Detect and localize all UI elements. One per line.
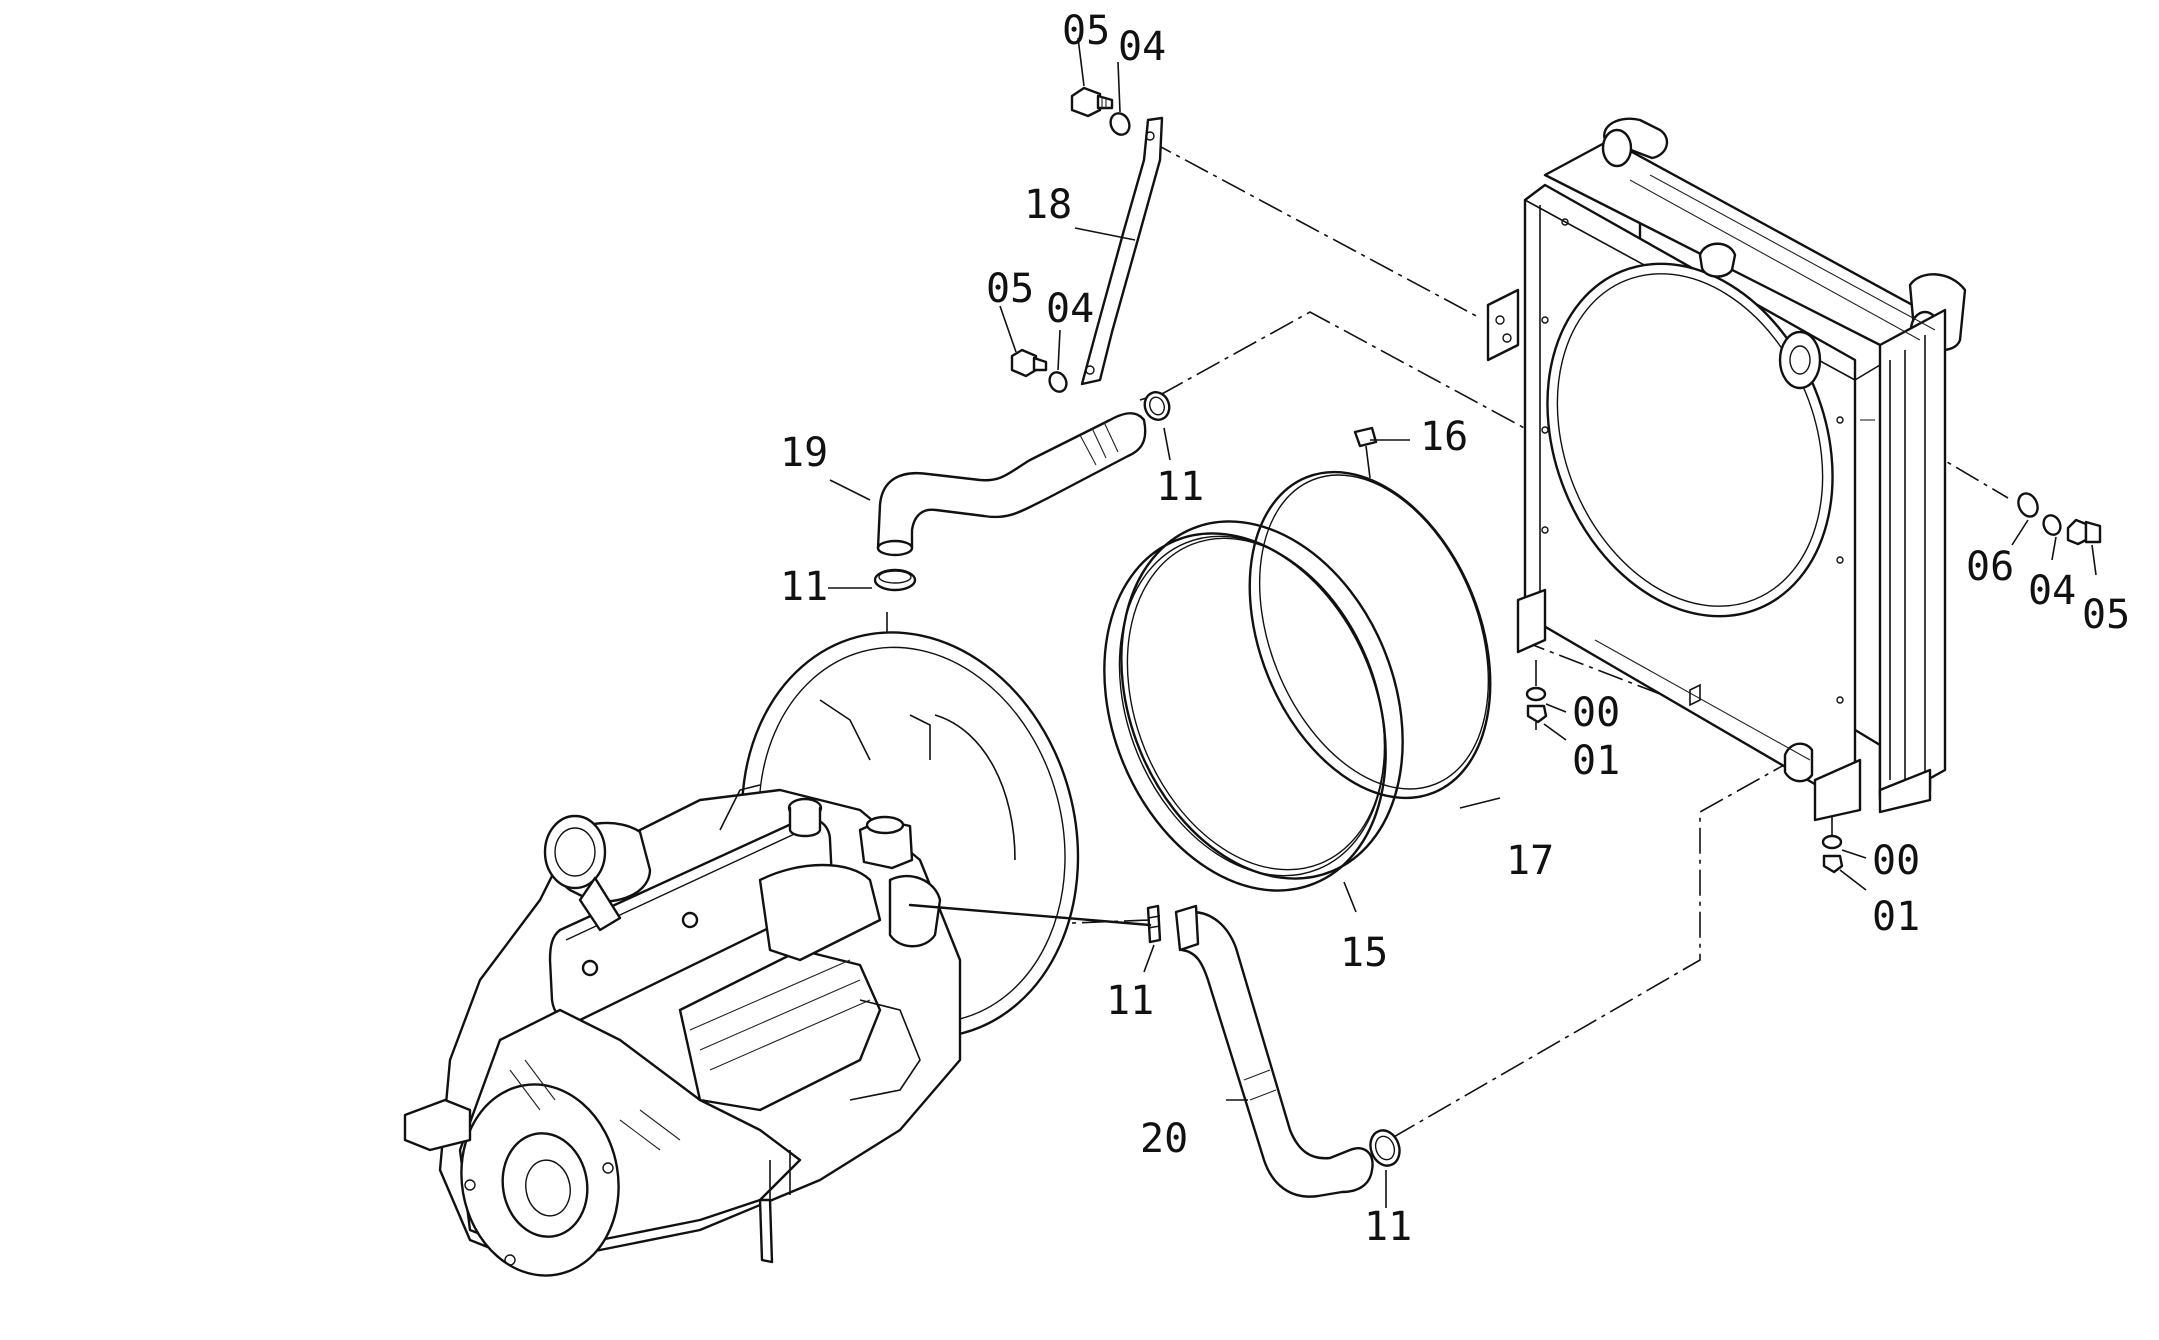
callout-20: 20 — [1140, 1116, 1188, 1162]
part-11-clamp-small — [1146, 904, 1162, 944]
radiator-foot-right — [1813, 758, 1862, 822]
callout-06-right: 06 — [1966, 544, 2014, 590]
callout-00-mid: 00 — [1572, 690, 1620, 736]
engine-assembly — [403, 631, 1152, 1277]
engine-water-pump — [888, 874, 942, 948]
callout-01-mid: 01 — [1572, 738, 1620, 784]
part-11-clamp-left — [873, 568, 917, 592]
radiator-lower-outlet — [1783, 742, 1814, 783]
callout-11-clamp: 11 — [1106, 978, 1154, 1024]
callout-labels: 05 04 18 05 04 19 11 11 16 06 04 05 00 0… — [780, 8, 2130, 1250]
part-17-fan-ring — [1248, 470, 1492, 800]
part-18-stay — [1080, 116, 1164, 386]
radiator-foot-left — [1516, 588, 1547, 654]
part-16-clip — [1353, 426, 1378, 479]
washer-04-right — [2042, 514, 2062, 536]
callout-04-top: 04 — [1118, 24, 1166, 70]
engine-intake-manifold — [758, 863, 882, 962]
bolt-05-right — [2066, 518, 2102, 546]
callout-16: 16 — [1420, 414, 1468, 460]
callout-15: 15 — [1340, 930, 1388, 976]
callout-11-upper: 11 — [1156, 464, 1204, 510]
engine-mount-bracket — [403, 1098, 472, 1152]
line-stay-to-radiator — [1147, 139, 1481, 319]
part-11-clamp-upper — [1143, 391, 1171, 421]
part-15-shroud-ring — [1103, 520, 1404, 892]
callout-05-mid: 05 — [986, 266, 1034, 312]
radiator-inlet-cap — [1601, 128, 1633, 168]
bolt-01-mid — [1526, 704, 1548, 730]
washer-04-top — [1109, 112, 1131, 136]
callout-17: 17 — [1506, 838, 1554, 884]
callout-19: 19 — [780, 430, 828, 476]
callout-01-low: 01 — [1872, 894, 1920, 940]
washer-04-mid — [1048, 371, 1068, 393]
leader-lines — [828, 37, 2097, 1208]
callout-04-mid: 04 — [1046, 286, 1094, 332]
bolt-05-mid — [1010, 348, 1048, 378]
radiator-inlet-neck — [1603, 117, 1669, 160]
callout-05-top: 05 — [1062, 8, 1110, 54]
part-20-lower-hose — [1174, 904, 1374, 1198]
radiator-assembly — [1486, 117, 1967, 822]
callout-04-right: 04 — [2028, 568, 2076, 614]
callout-18: 18 — [1024, 182, 1072, 228]
radiator-filler-cap — [1698, 242, 1737, 278]
fasteners — [1010, 86, 2102, 874]
radiator-fan-opening — [1546, 262, 1834, 618]
callout-00-low: 00 — [1872, 838, 1920, 884]
callout-11-left: 11 — [780, 564, 828, 610]
washer-00-mid — [1525, 686, 1547, 702]
part-19-upper-hose — [876, 412, 1147, 557]
line-lower-hose-to-radiator — [1391, 759, 1794, 1139]
washer-06-right — [2017, 492, 2039, 518]
bolt-01-low — [1822, 854, 1844, 874]
callout-11-bottom: 11 — [1364, 1204, 1412, 1250]
bolt-05-top — [1070, 86, 1114, 118]
radiator-stay-bracket — [1486, 288, 1520, 362]
washer-00-low — [1821, 834, 1843, 850]
engine-dipstick — [758, 1198, 774, 1264]
radiator-outlet-neck — [1778, 330, 1822, 390]
callout-05-right: 05 — [2082, 592, 2130, 638]
part-11-clamp-bottom — [1369, 1129, 1401, 1167]
